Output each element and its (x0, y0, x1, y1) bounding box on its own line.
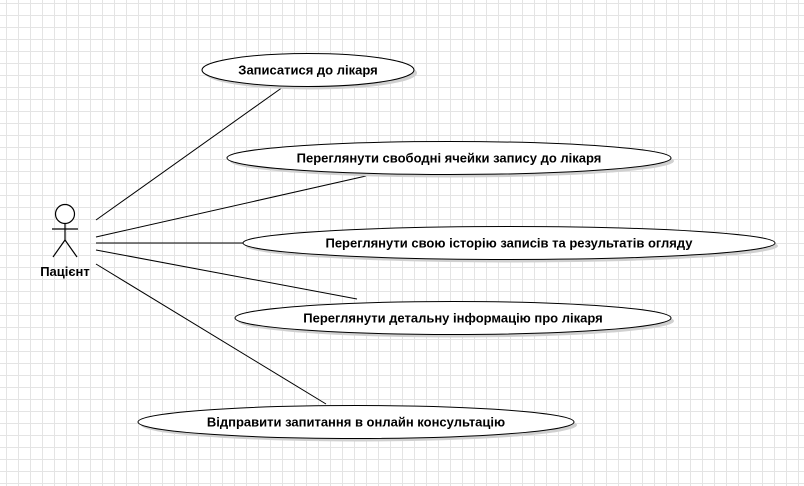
use-case-ellipse (234, 301, 672, 335)
use-case-view-history[interactable]: Переглянути свою історію записів та резу… (242, 226, 778, 263)
use-case-view-doctor-info[interactable]: Переглянути детальну інформацію про ліка… (234, 301, 674, 338)
association-line-2[interactable] (95, 175, 367, 238)
use-case-label: Переглянути детальну інформацію про ліка… (303, 311, 602, 326)
use-case-label: Переглянути свою історію записів та резу… (325, 236, 693, 251)
use-case-label: Відправити запитання в онлайн консультац… (207, 415, 505, 430)
associations (95, 86, 367, 405)
association-line-5[interactable] (95, 263, 327, 405)
use-case-book-appointment[interactable]: Записатися до лікаря (201, 53, 417, 90)
association-line-4[interactable] (95, 249, 358, 300)
use-case-online-consultation[interactable]: Відправити запитання в онлайн консультац… (137, 405, 577, 442)
use-case-ellipse (201, 53, 415, 87)
use-case-ellipse (242, 226, 776, 260)
actor-head (54, 203, 76, 225)
use-case-view-free-slots[interactable]: Переглянути свободні ячейки запису до лі… (226, 141, 674, 178)
association-line-1[interactable] (95, 86, 284, 221)
actor-right-leg (64, 239, 78, 258)
use-case-label: Записатися до лікаря (238, 63, 377, 78)
use-case-label: Переглянути свободні ячейки запису до лі… (297, 151, 602, 166)
use-case-ellipse (137, 405, 575, 439)
actor-left-leg (52, 239, 66, 258)
actor-label: Пацієнт (40, 264, 90, 279)
actor-patient[interactable] (52, 203, 78, 258)
use-case-ellipse (226, 141, 672, 175)
